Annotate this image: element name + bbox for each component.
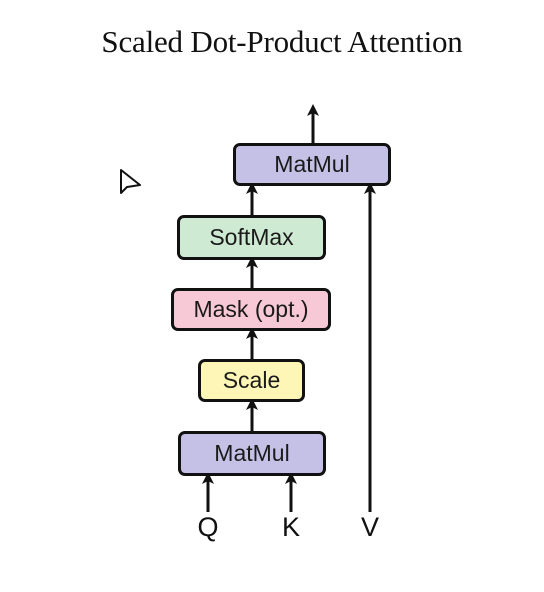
scale-block: Scale bbox=[198, 359, 305, 402]
input-k-label: K bbox=[281, 512, 300, 542]
mouse-pointer-icon bbox=[120, 169, 141, 194]
diagram-title: Scaled Dot-Product Attention bbox=[101, 24, 463, 59]
mask-block: Mask (opt.) bbox=[171, 288, 331, 331]
matmul-top-block: MatMul bbox=[233, 143, 391, 186]
input-q-label: Q bbox=[197, 512, 219, 542]
input-v-label: V bbox=[360, 512, 379, 542]
matmul-bottom-block: MatMul bbox=[178, 431, 326, 476]
softmax-block: SoftMax bbox=[177, 215, 326, 260]
